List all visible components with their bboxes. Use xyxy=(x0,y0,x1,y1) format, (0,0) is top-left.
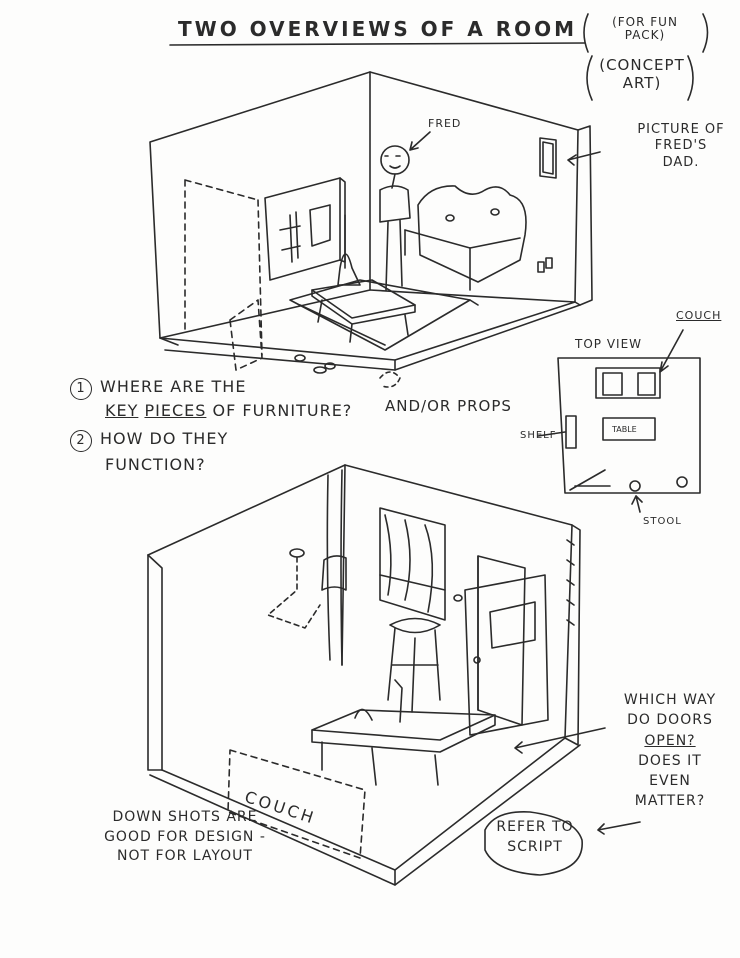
title-underline xyxy=(169,42,586,46)
doors-note: WHICH WAY DO DOORS OPEN? DOES IT EVEN MA… xyxy=(615,690,725,812)
concept-parens xyxy=(586,55,694,101)
doors-line-2: DO DOORS xyxy=(627,712,713,729)
couch-callout-label: COUCH xyxy=(676,309,722,322)
page-title: TWO OVERVIEWS OF A ROOM xyxy=(178,17,578,41)
doors-line-1: WHICH WAY xyxy=(623,692,717,708)
question-2: 2 HOW DO THEY xyxy=(70,429,229,452)
top-view-label: TOP VIEW xyxy=(575,337,643,351)
down-shots-note: DOWN SHOTS ARE GOOD FOR DESIGN - NOT FOR… xyxy=(104,809,266,865)
question-1-line1: WHERE ARE THE xyxy=(100,377,247,396)
question-2-number: 2 xyxy=(70,430,92,452)
question-1-line2: KEY PIECES OF FURNITURE? xyxy=(105,401,353,420)
shelf-label: SHELF xyxy=(520,430,557,441)
stool-label: STOOL xyxy=(643,516,682,527)
top-room-illustration xyxy=(149,71,601,388)
question-1-number: 1 xyxy=(70,378,92,400)
refer-to-script-note: REFER TO SCRIPT xyxy=(496,819,574,855)
fun-pack-note: (FOR FUN PACK) xyxy=(612,15,678,43)
concept-art-note: (CONCEPT ART) xyxy=(599,56,685,92)
doors-line-6: MATTER? xyxy=(634,793,706,810)
key-word: KEY xyxy=(105,401,139,420)
doors-line-4: DOES IT xyxy=(638,752,702,769)
doors-line-3: OPEN? xyxy=(644,732,696,749)
and-or-props-note: AND/OR PROPS xyxy=(385,397,512,415)
question-1: 1 WHERE ARE THE xyxy=(70,377,247,400)
furniture-words: OF FURNITURE? xyxy=(212,401,353,420)
pieces-word: PIECES xyxy=(144,401,207,420)
question-2-line2: FUNCTION? xyxy=(105,455,206,474)
table-label: TABLE xyxy=(612,425,637,434)
fred-label: FRED xyxy=(428,117,462,130)
picture-of-dad-label: PICTURE OF FRED'S DAD. xyxy=(637,122,725,170)
top-view-plan xyxy=(537,329,701,513)
fun-pack-parens xyxy=(583,13,709,53)
bottom-room-illustration xyxy=(147,464,641,886)
doors-line-5: EVEN xyxy=(649,773,691,790)
question-2-line1: HOW DO THEY xyxy=(100,429,229,448)
